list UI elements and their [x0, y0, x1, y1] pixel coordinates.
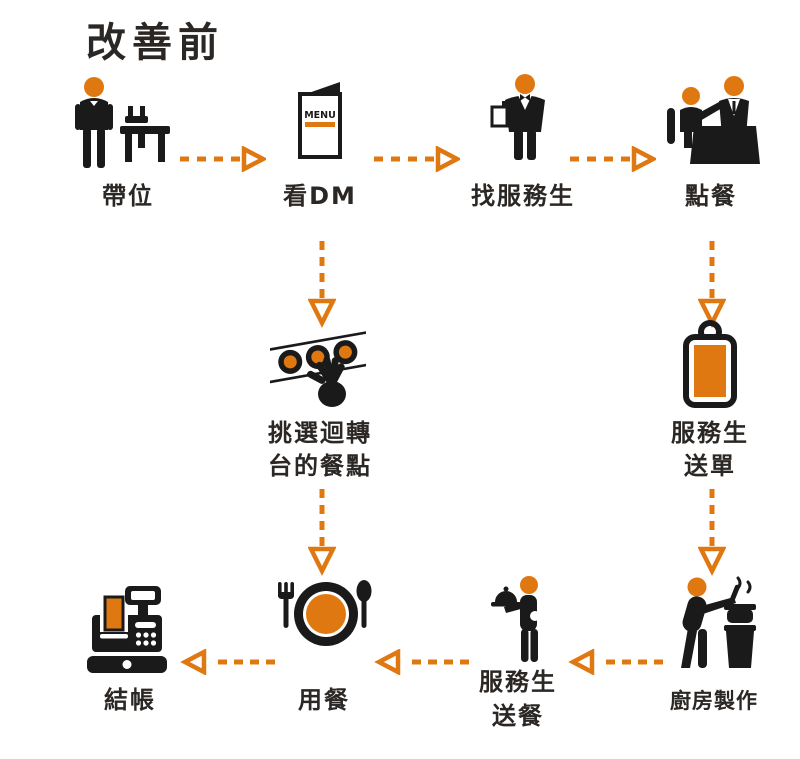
dashed-arrow-down-4 [697, 489, 727, 581]
dashed-arrow-right-2 [374, 145, 462, 176]
dashed-arrow-right-1 [180, 145, 268, 176]
host-with-table-icon [68, 76, 172, 172]
conveyor-belt-hand-icon [270, 322, 366, 414]
dashed-arrow-down-1 [307, 241, 337, 333]
ordering-at-table-icon [664, 74, 760, 166]
dashed-arrow-left-3 [568, 648, 664, 679]
step-label-deliver-food-2: 送餐 [492, 702, 544, 730]
step-label-send-order-2: 送單 [684, 452, 736, 480]
step-label-view-dm: 看DM [283, 182, 357, 210]
step-label-order: 點餐 [685, 182, 737, 210]
dashed-arrow-down-2 [697, 241, 727, 333]
step-label-kitchen: 廚房製作 [670, 689, 758, 713]
step-label-dine: 用餐 [298, 686, 350, 714]
menu-card-icon: MENU [294, 77, 346, 161]
dashed-arrow-right-3 [570, 145, 658, 176]
dashed-arrow-left-2 [374, 648, 470, 679]
waiter-serving-tray-icon [488, 576, 554, 664]
chef-cooking-icon [672, 576, 762, 670]
step-label-pick-conveyor-2: 台的餐點 [268, 452, 372, 480]
flow-title: 改善前 [86, 20, 224, 66]
step-label-find-waiter: 找服務生 [471, 182, 575, 210]
waiter-icon [488, 74, 558, 160]
step-label-checkout: 結帳 [104, 686, 156, 714]
menu-card-title: MENU [304, 110, 336, 121]
step-label-deliver-food-1: 服務生 [479, 668, 557, 696]
dashed-arrow-left-1 [180, 648, 276, 679]
step-label-send-order-1: 服務生 [671, 419, 749, 447]
cash-register-icon [85, 584, 169, 678]
dashed-arrow-down-3 [307, 489, 337, 581]
step-label-pick-conveyor-1: 挑選迴轉 [268, 419, 372, 447]
plate-fork-spoon-icon [274, 580, 374, 650]
step-label-seat: 帶位 [102, 182, 154, 210]
order-pad-icon [682, 320, 738, 410]
